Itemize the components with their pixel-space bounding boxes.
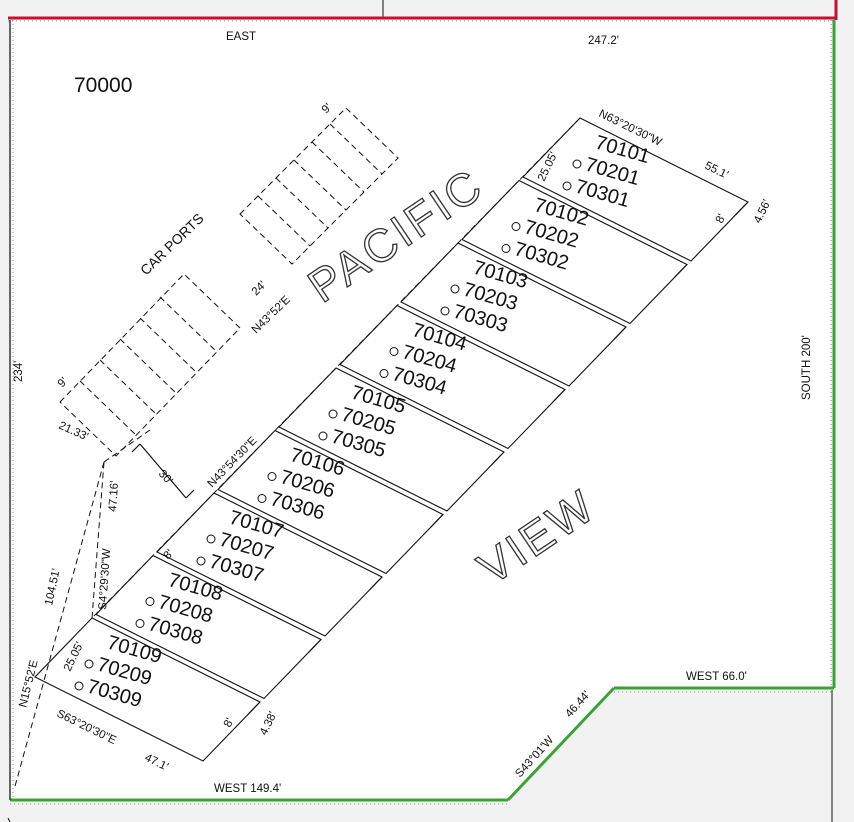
carports-lower [59,273,241,457]
unit-notch [491,451,505,466]
unit-notch [613,326,627,341]
unit-notch [308,639,322,653]
unit-marker-icon [572,159,582,169]
unit-marker-icon [450,284,460,294]
unit-notch [247,701,261,716]
unit-block [522,117,749,262]
unit-marker-icon [318,431,328,441]
west-right-label: WEST 66.0' [686,671,747,683]
carports-upper [239,107,399,265]
unit-block [278,367,505,512]
adjacent-line-south [7,817,11,822]
parcel-area [10,20,834,800]
unit-marker-icon [562,181,572,191]
unit-block [461,179,688,325]
unit-block [400,242,627,387]
unit-marker-icon [145,597,155,606]
unit-marker-icon [135,619,145,628]
unit-notch [552,389,566,403]
west-bottom-label: WEST 149.4' [214,783,281,795]
unit-marker-icon [74,681,84,691]
boundary-north [8,0,838,22]
unit-marker-icon [389,347,399,356]
lower-bearing-label: S4°29'30"W [97,548,113,610]
unit-stack: 7010170201703017010270202703027010370203… [34,117,749,762]
east-label: EAST [226,31,256,43]
unit-marker-icon [379,369,389,378]
unit-block [217,429,444,575]
unit-notch [674,264,688,278]
unit-marker-icon [328,409,338,419]
unit-block [339,304,566,450]
lower-length-label: 47.16' [107,480,121,512]
left-side-label: 234' [13,361,25,382]
south-label: SOUTH 200' [801,335,813,400]
unit-marker-icon [511,222,521,231]
unit-marker-icon [267,472,277,481]
parcel-number: 70000 [74,74,132,97]
unit-marker-icon [501,244,511,253]
unit-notch [430,514,444,528]
unit-marker-icon [257,494,267,503]
unit-block [156,492,383,637]
unit-marker-icon [206,534,216,544]
unit-notch [735,201,749,216]
boundary-east [10,20,836,805]
unit-notch [369,576,383,591]
unit-marker-icon [440,306,450,316]
unit-block [34,617,261,762]
unit-block [95,554,322,700]
unit-marker-icon [84,659,94,669]
east-length-label: 247.2' [588,35,619,47]
unit-marker-icon [196,556,206,566]
boundary-west [9,20,14,800]
